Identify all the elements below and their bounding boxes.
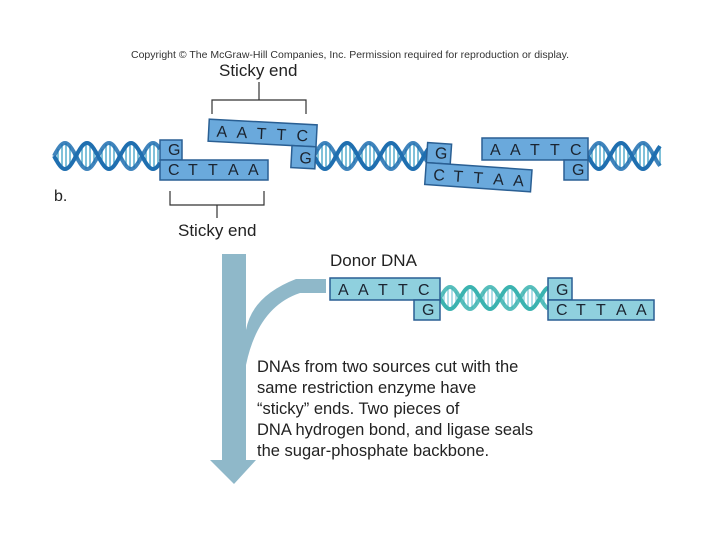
base-letter: C: [168, 162, 180, 179]
base-letter: T: [256, 126, 267, 144]
base-letter: G: [556, 282, 568, 299]
caption: DNAs from two sources cut with the same …: [257, 357, 577, 462]
base-letter: T: [453, 168, 464, 186]
helix-strand: [312, 140, 430, 172]
panel-label: b.: [54, 188, 68, 205]
base-letter: A: [510, 142, 521, 159]
caption-line: DNAs from two sources cut with the: [257, 358, 519, 376]
base-letter: A: [228, 162, 239, 179]
base-block: [547, 299, 655, 321]
process-arrow: [210, 254, 326, 484]
base-letter: T: [188, 162, 198, 179]
base-letter: T: [398, 282, 408, 299]
sticky-end-label-bottom: Sticky end: [178, 221, 257, 240]
base-block: [413, 299, 441, 321]
right-helix: [586, 140, 662, 172]
caption-line: same restriction enzyme have: [257, 379, 477, 397]
base-block: [159, 159, 269, 181]
base-block: [290, 144, 317, 170]
base-letter: T: [473, 170, 484, 188]
base-letter: T: [596, 302, 606, 319]
helix-strand: [438, 284, 550, 312]
base-letter: T: [378, 282, 388, 299]
helix-strand: [586, 140, 662, 172]
helix-strand: [438, 284, 550, 312]
base-letter: T: [276, 127, 287, 145]
helix-strand: [586, 140, 662, 172]
base-letter: C: [433, 167, 446, 185]
left-helix: [52, 140, 162, 172]
base-block: [329, 277, 441, 301]
base-letter: G: [434, 145, 448, 163]
base-letter: A: [490, 142, 501, 159]
base-letter: G: [168, 142, 180, 159]
base-letter: C: [418, 282, 430, 299]
base-letter: T: [208, 162, 218, 179]
donor-helix: [438, 284, 550, 312]
helix-rungs: [443, 287, 549, 309]
helix-strand: [52, 140, 162, 172]
base-letter: G: [422, 302, 434, 319]
base-block: [423, 161, 533, 193]
caption-line: “sticky” ends. Two pieces of: [257, 400, 460, 418]
base-letter: A: [216, 124, 228, 142]
base-letter: G: [299, 150, 312, 168]
caption-line: DNA hydrogen bond, and ligase seals: [257, 421, 534, 439]
base-letter: A: [636, 302, 647, 319]
base-letter: C: [556, 302, 568, 319]
base-letter: A: [236, 125, 248, 143]
base-letter: A: [493, 171, 505, 189]
base-letter: G: [572, 162, 584, 179]
base-letter: A: [513, 173, 525, 191]
base-letter: C: [570, 142, 582, 159]
dna-helices: [52, 140, 662, 312]
base-block: [481, 137, 589, 161]
sticky-end-label-top: Sticky end: [219, 61, 298, 80]
base-letter: T: [530, 142, 540, 159]
base-block: [207, 118, 318, 148]
helix-strand: [312, 140, 430, 172]
base-letter: T: [550, 142, 560, 159]
base-letter: A: [338, 282, 349, 299]
base-letter: A: [358, 282, 369, 299]
caption-line: the sugar-phosphate backbone.: [257, 442, 490, 460]
base-letter: A: [616, 302, 627, 319]
base-block: [563, 159, 589, 181]
sticky-end-top-bracket: [211, 82, 307, 114]
middle-helix: [312, 140, 430, 172]
donor-dna-label: Donor DNA: [330, 251, 417, 270]
base-letter: T: [576, 302, 586, 319]
sticky-end-bottom-bracket: [169, 191, 265, 218]
base-letter: C: [296, 128, 308, 146]
base-letter: A: [248, 162, 259, 179]
copyright-notice: Copyright © The McGraw-Hill Companies, I…: [131, 49, 570, 61]
